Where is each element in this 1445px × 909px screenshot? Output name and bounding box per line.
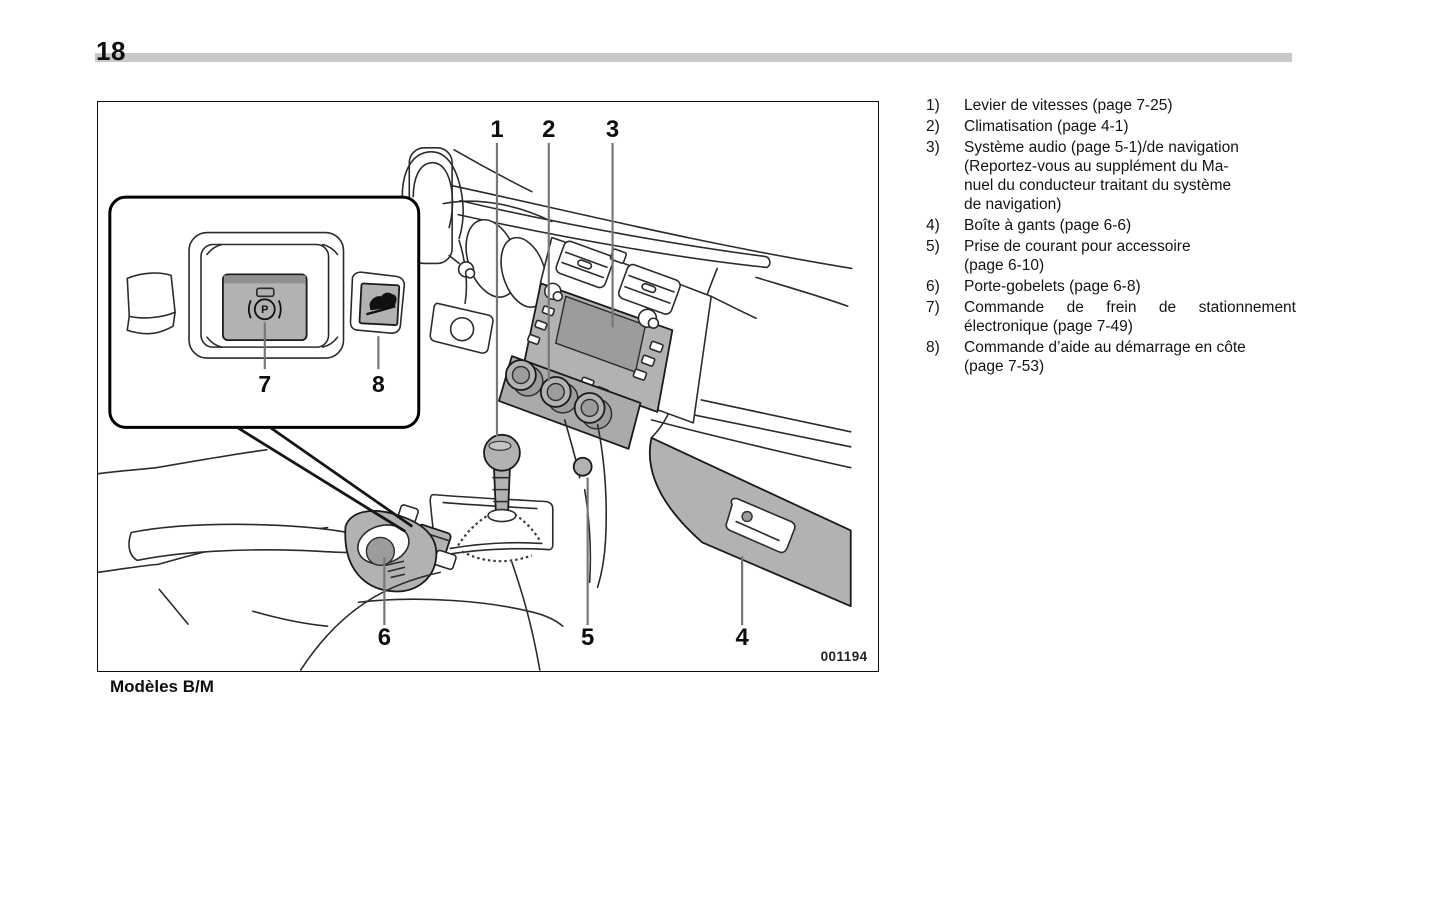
- svg-text:P: P: [261, 304, 268, 316]
- legend-item-text: Levier de vitesses (page 7-25): [964, 96, 1296, 115]
- legend-item: 4) Boîte à gants (page 6-6): [926, 216, 1296, 235]
- steering-column: [429, 302, 494, 354]
- legend-item-line: nuel du conducteur traitant du système: [964, 177, 1232, 194]
- leader-lines: [383, 142, 744, 626]
- callout-7: 7: [258, 371, 271, 397]
- inset-pointer-lines: [237, 426, 414, 533]
- cluster-hood-line: [442, 200, 553, 223]
- legend-item-number: 3): [926, 139, 940, 156]
- callout-1: 1: [490, 116, 503, 143]
- legend-item-line: de navigation): [964, 196, 1062, 213]
- callout-numbers: 1 2 3 4 5 6: [378, 116, 750, 651]
- center-console: [299, 419, 607, 671]
- legend-item-line: (page 6-10): [964, 257, 1045, 274]
- figure-caption: Modèles B/M: [110, 677, 214, 696]
- legend-item-line: (Reportez-vous au supplément du Ma-: [964, 158, 1229, 175]
- legend-item-text: Climatisation (page 4-1): [964, 117, 1296, 136]
- inset-panel: P 7 8: [108, 195, 421, 429]
- center-stack: [498, 236, 713, 450]
- climate-knob-3: [573, 392, 613, 430]
- legend-item-line: Porte-gobelets (page 6-8): [964, 278, 1141, 295]
- legend-item-line: Prise de courant pour accessoire: [964, 238, 1191, 255]
- dashboard-line-art: P 7 8 1 2 3 4: [98, 116, 868, 671]
- parking-brake-switch: P: [188, 231, 345, 359]
- legend-item-number: 8): [926, 339, 940, 356]
- callout-2: 2: [542, 116, 555, 143]
- climate-control-panel: [498, 355, 642, 450]
- legend-item-text: Commande d’aide au démarrage en côte (pag…: [964, 338, 1296, 376]
- legend-item-number: 4): [926, 217, 940, 234]
- blank-switch: [126, 272, 176, 335]
- legend-item-line: Boîte à gants (page 6-6): [964, 217, 1132, 234]
- callout-8: 8: [372, 371, 385, 397]
- legend-item-line: Climatisation (page 4-1): [964, 118, 1129, 135]
- accessory-power-outlet: [572, 456, 593, 477]
- gear-shift-lever: [483, 433, 521, 523]
- legend-item-text: Porte-gobelets (page 6-8): [964, 277, 1296, 296]
- header-rule: [95, 53, 1292, 62]
- callout-3: 3: [606, 116, 619, 143]
- legend-item-line: Levier de vitesses (page 7-25): [964, 97, 1173, 114]
- instrument-cluster: [465, 219, 548, 308]
- figure-id: 001194: [821, 649, 868, 664]
- legend-item-line: électronique (page 7-49): [964, 318, 1133, 335]
- legend-item: 3) Système audio (page 5-1)/de navigation…: [926, 138, 1296, 214]
- legend-item: 6) Porte-gobelets (page 6-8): [926, 277, 1296, 296]
- climate-knob-1: [505, 359, 544, 397]
- legend-item: 7) Commande de frein de stationnement élec…: [926, 298, 1296, 336]
- callout-6: 6: [378, 624, 391, 651]
- ignition-switch: [448, 254, 476, 279]
- legend-item-number: 1): [926, 97, 940, 114]
- callout-5: 5: [581, 624, 594, 651]
- legend-list: 1) Levier de vitesses (page 7-25) 2) Climat…: [926, 96, 1296, 378]
- legend-item-number: 7): [926, 299, 940, 316]
- hill-assist-switch: [349, 271, 406, 334]
- legend-item-text: Boîte à gants (page 6-6): [964, 216, 1296, 235]
- legend-item-number: 2): [926, 118, 940, 135]
- climate-knob-2: [539, 376, 579, 414]
- legend-item-text: Commande de frein de stationnement électr…: [964, 298, 1296, 336]
- legend-item-text: Système audio (page 5-1)/de navigation (R…: [964, 138, 1296, 214]
- legend-item-line: (page 7-53): [964, 358, 1045, 375]
- page-number: 18: [96, 36, 126, 66]
- callout-4: 4: [735, 624, 749, 651]
- cupholder: [344, 510, 438, 593]
- parking-brake-indicator: [256, 287, 275, 298]
- hill-start-assist-icon: [366, 292, 397, 316]
- legend-item-number: 6): [926, 278, 940, 295]
- parking-brake-icon: P: [247, 298, 282, 321]
- legend-item: 5) Prise de courant pour accessoire (page …: [926, 237, 1296, 275]
- legend-item-line: Commande d’aide au démarrage en côte: [964, 339, 1246, 356]
- legend-item-line: Système audio (page 5-1)/de navigation: [964, 139, 1239, 156]
- air-vents: [555, 240, 681, 315]
- gear-shift-knob: [483, 433, 521, 472]
- legend-item: 2) Climatisation (page 4-1): [926, 117, 1296, 136]
- legend-item: 8) Commande d’aide au démarrage en côte (p…: [926, 338, 1296, 376]
- legend-item-line: Commande de frein de stationnement: [964, 299, 1296, 316]
- legend-item-text: Prise de courant pour accessoire (page 6-…: [964, 237, 1296, 275]
- seat-and-armrest-lines: [98, 448, 371, 627]
- glove-box: [648, 436, 852, 608]
- legend-item-number: 5): [926, 238, 940, 255]
- shift-boot-coil: [457, 508, 541, 563]
- glove-box-handle: [725, 497, 796, 554]
- legend-item: 1) Levier de vitesses (page 7-25): [926, 96, 1296, 115]
- dashboard-figure: P 7 8 1 2 3 4: [97, 101, 879, 672]
